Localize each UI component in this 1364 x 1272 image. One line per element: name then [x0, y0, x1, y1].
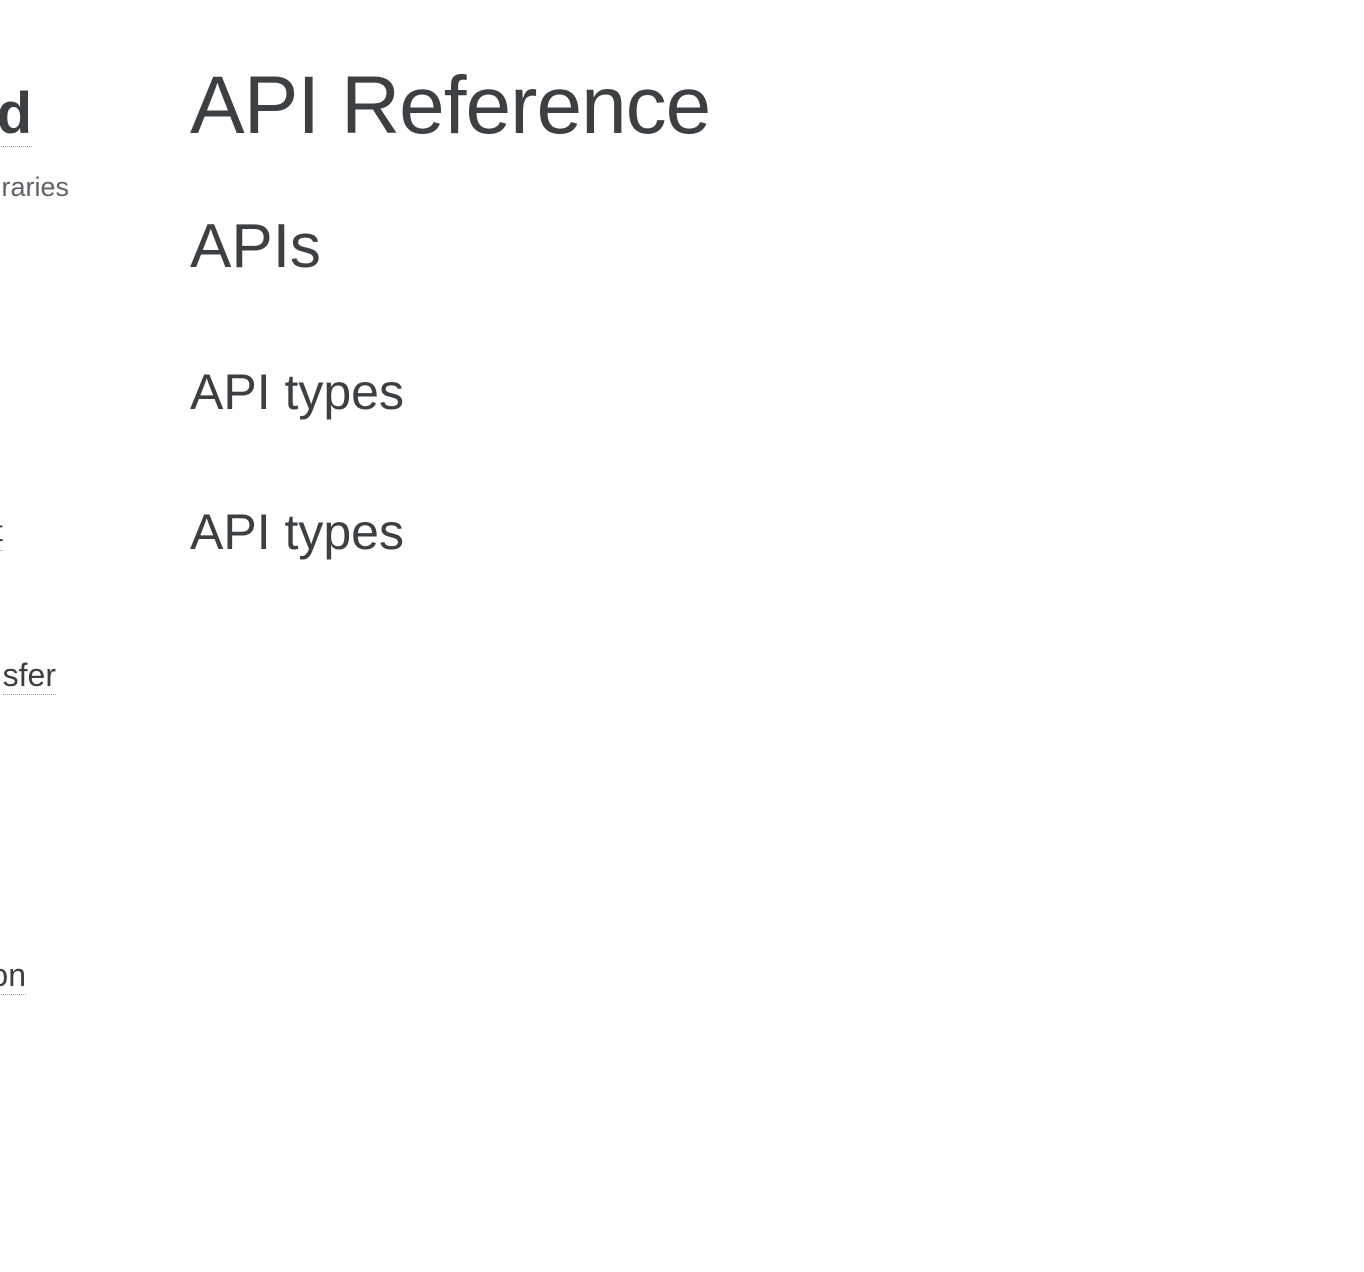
- sidebar-title-link[interactable]: d: [0, 82, 32, 147]
- sidebar-nav: d raries t sfer on: [0, 0, 160, 1272]
- section-heading-apis: APIs: [190, 212, 321, 281]
- page-title: API Reference: [190, 60, 711, 151]
- subsection-heading-api-types: API types: [190, 364, 404, 420]
- sidebar-item-link[interactable]: on: [0, 956, 26, 995]
- sidebar-item-transfer-link[interactable]: sfer: [2, 657, 56, 695]
- sidebar-subtitle: raries: [1, 172, 69, 202]
- sidebar-item-link[interactable]: t: [0, 514, 3, 551]
- subsection-heading-api-types: API types: [190, 504, 404, 560]
